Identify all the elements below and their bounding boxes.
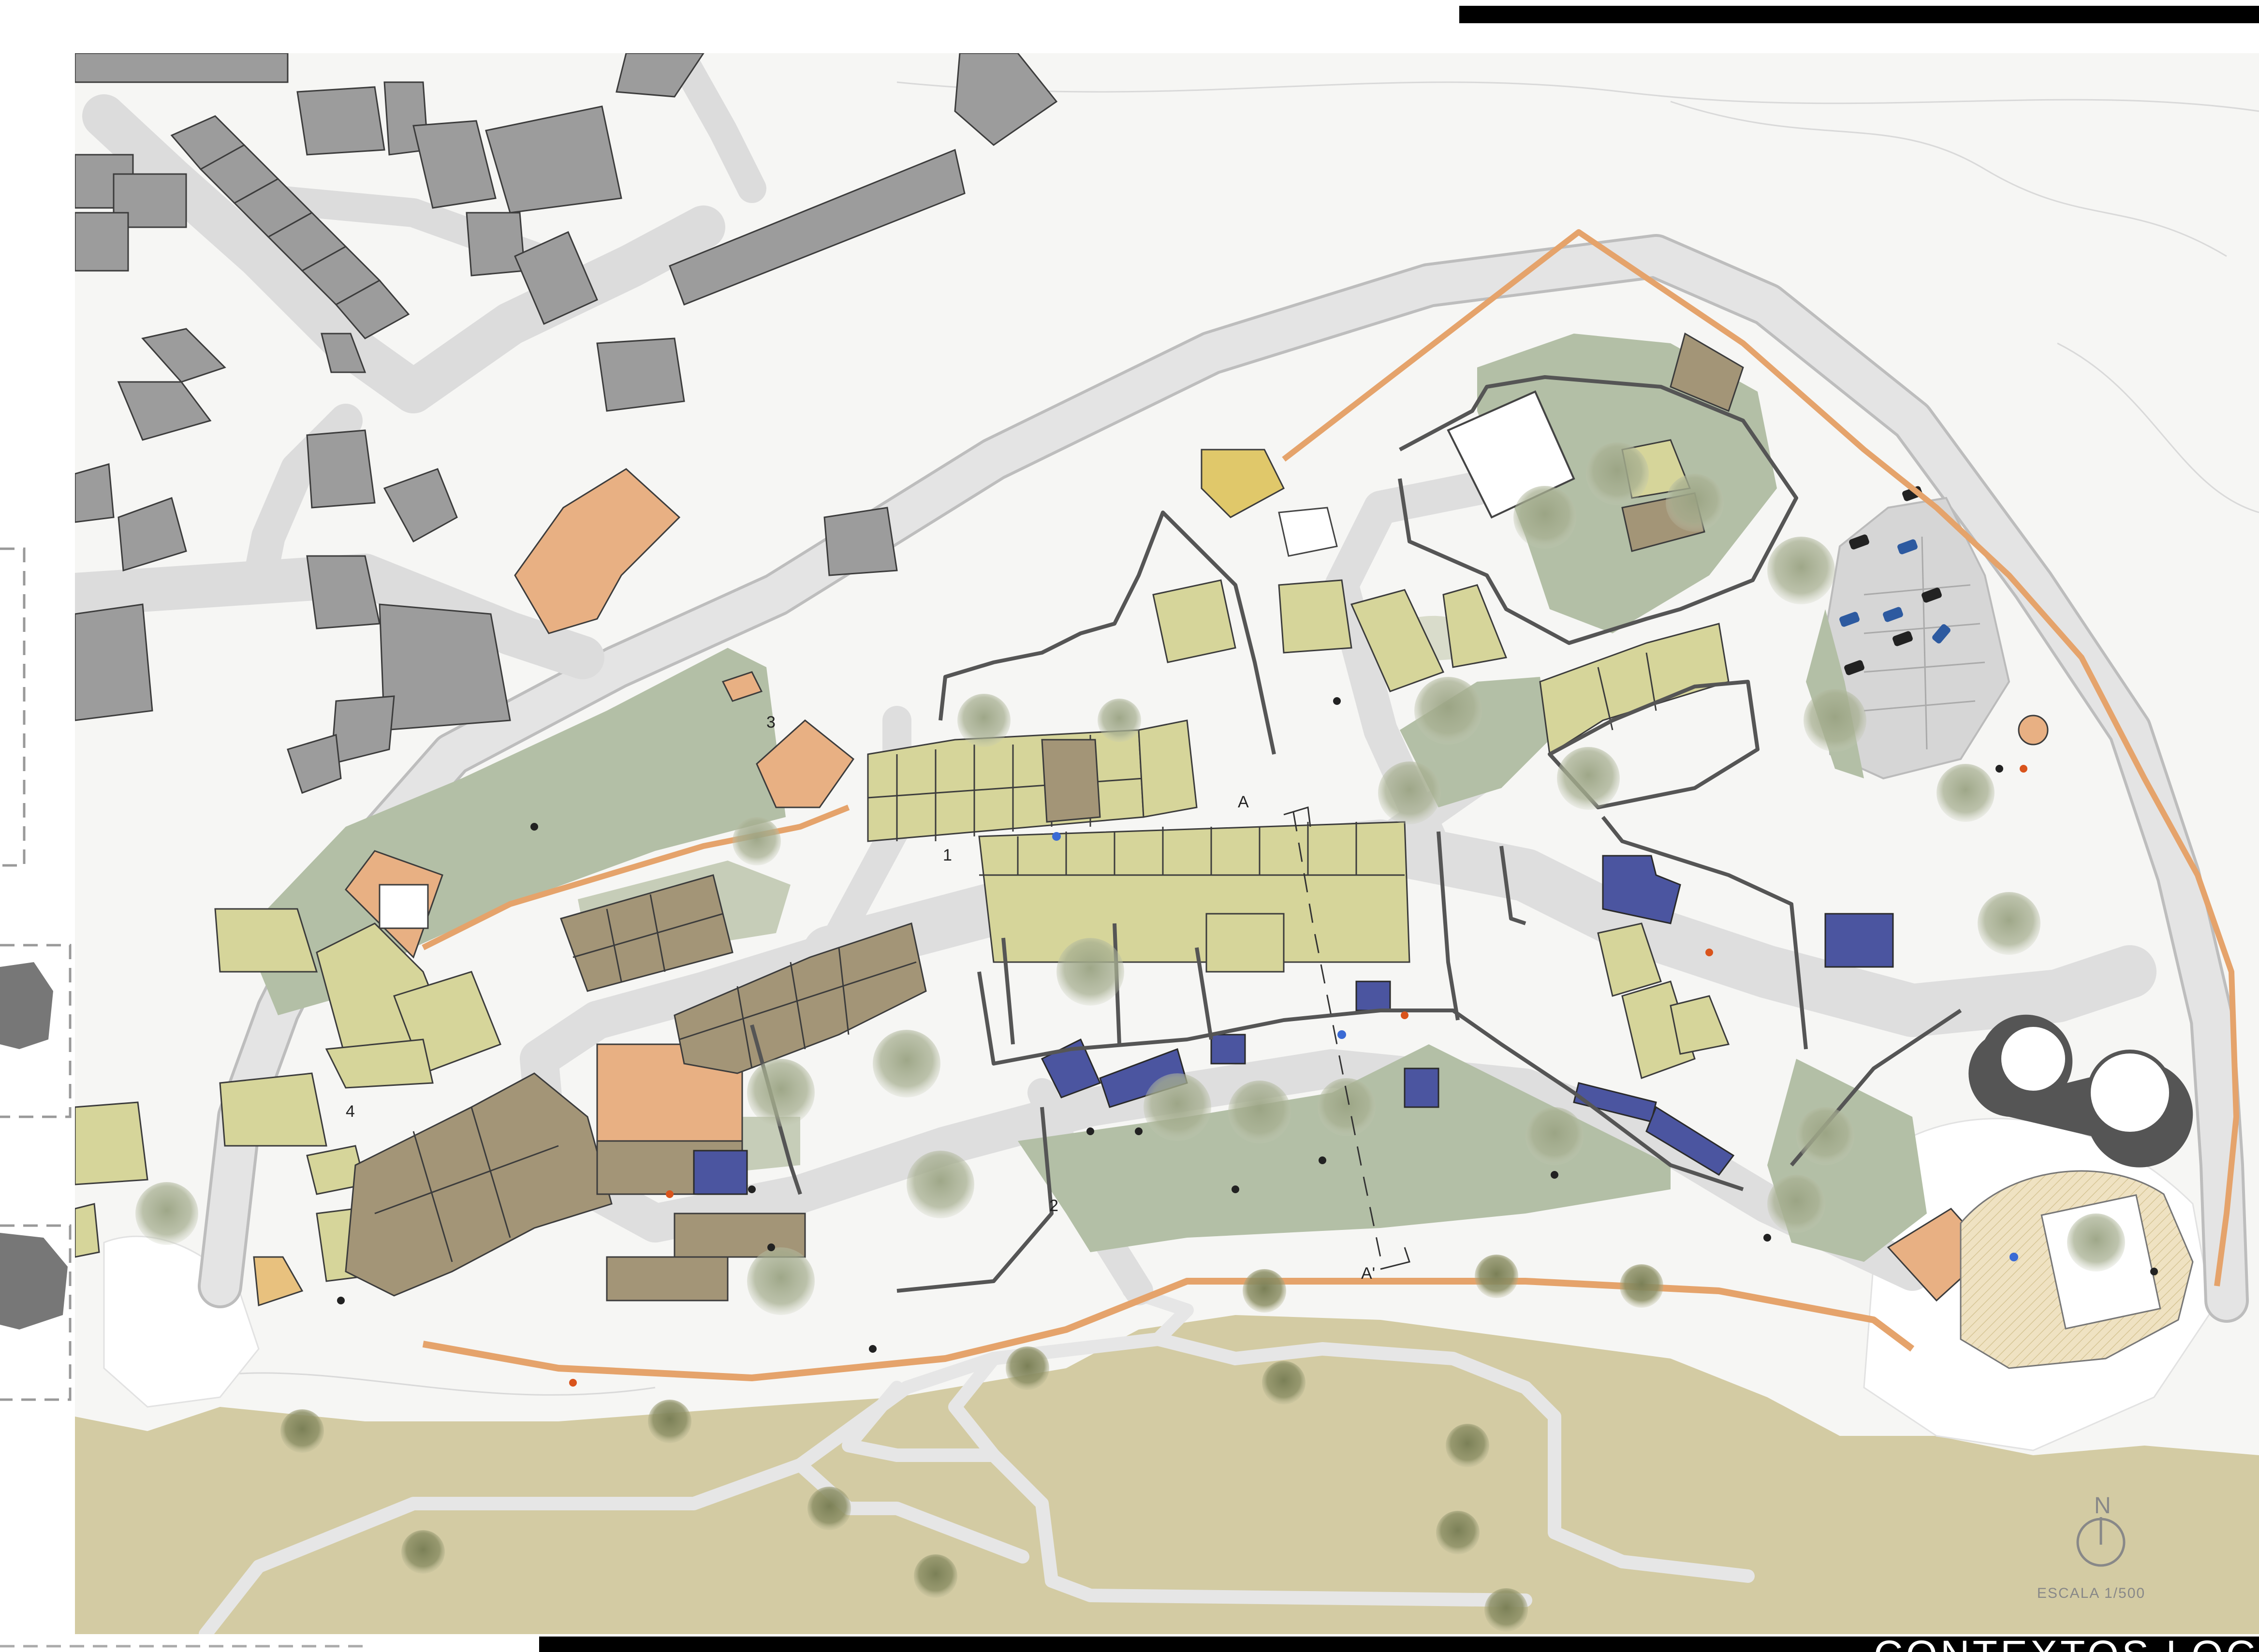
existing-buildings: [75, 53, 1058, 794]
ramp-path: [422, 804, 850, 950]
site-plan-map: 1 2 3 4 A A' N ESCALA 1/500: [75, 53, 2259, 1634]
people-markers: [337, 697, 2158, 1387]
water-tanks: [1968, 1014, 2193, 1168]
north-arrow: N: [2076, 1493, 2126, 1567]
north-label: N: [2094, 1493, 2111, 1519]
perimeter-walkway: [422, 1278, 1915, 1381]
courtyard-white: [379, 884, 429, 929]
section-label-a-prime: A': [1361, 1264, 1375, 1283]
scale-label: ESCALA 1/500: [2037, 1585, 2145, 1601]
zone-4-label: 4: [346, 1102, 355, 1121]
bottom-title-bar: CONTEXTOS LOCAIS: [539, 1637, 2259, 1652]
top-title-bar: [1459, 6, 2259, 23]
small-pavilion: [1278, 507, 1338, 557]
bottom-dashed-line: [0, 1645, 367, 1648]
parking-stalls: [1863, 536, 1985, 750]
field-paths: [199, 1284, 1755, 1634]
agricultural-field: [75, 1315, 2259, 1634]
trees: [135, 442, 2125, 1632]
perimeter-walkway-north: [1282, 229, 2239, 1287]
section-label-a: A: [1238, 793, 1249, 811]
section-line: [1283, 806, 1410, 1270]
sheet-title: CONTEXTOS LOCAIS: [1874, 1637, 2259, 1652]
sports-court: [1447, 390, 1575, 519]
left-margin-frames: [0, 547, 72, 1401]
walls: [750, 375, 1962, 1293]
zone-1-label: 1: [943, 846, 952, 864]
zone-3-label: 3: [766, 713, 776, 731]
zone-2-label: 2: [1049, 1197, 1058, 1215]
